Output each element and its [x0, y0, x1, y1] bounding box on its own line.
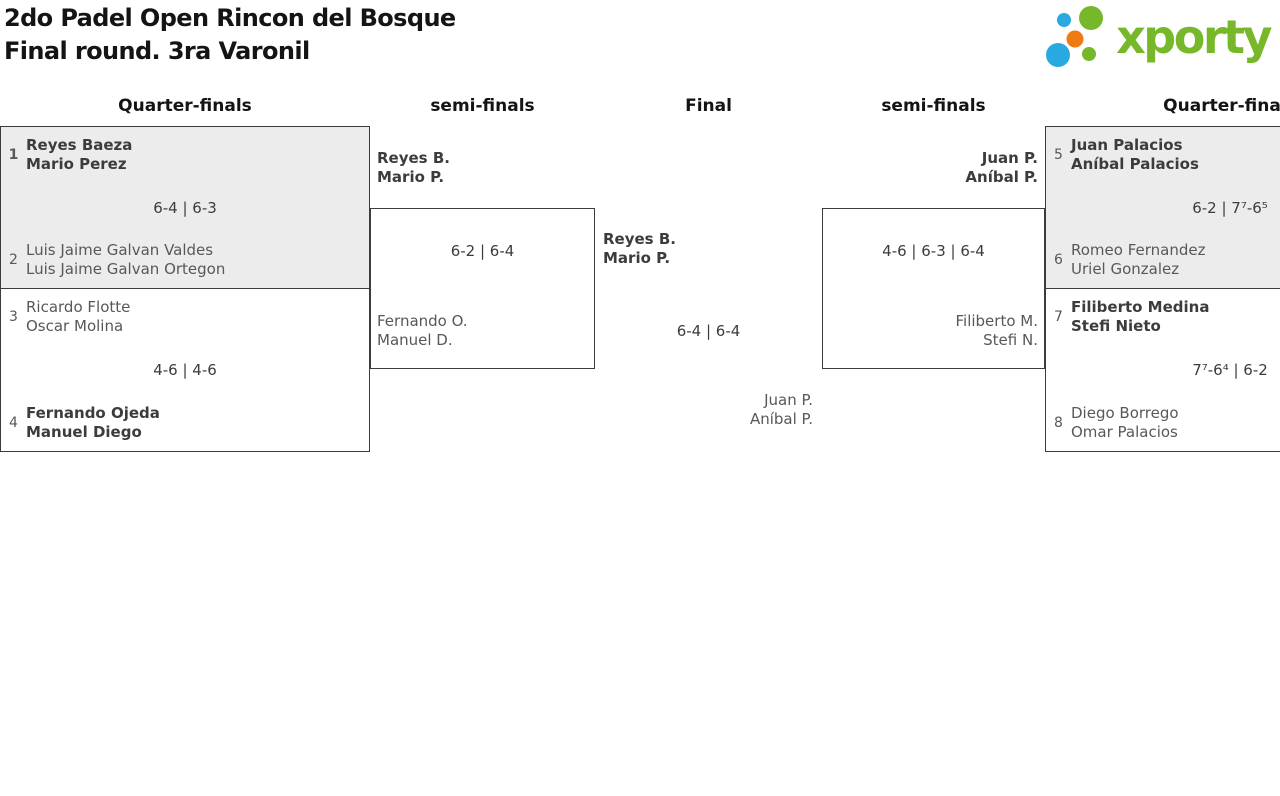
team-row-loser: 6 Romeo Fernandez Uriel Gonzalez	[1046, 241, 1280, 279]
player-name: Aníbal P.	[749, 410, 813, 428]
player-name: Oscar Molina	[26, 317, 124, 335]
match-semifinal-2[interactable]	[822, 208, 1045, 369]
player-name: Manuel Diego	[26, 423, 142, 441]
match-quarterfinal-1[interactable]: 1 Reyes Baeza Mario Perez 6-4 | 6-3 2 Lu…	[0, 126, 370, 289]
player-name: Filiberto Medina	[1071, 298, 1210, 316]
match-quarterfinal-3[interactable]: 5 Juan Palacios Aníbal Palacios 6-2 | 7⁷…	[1045, 126, 1280, 289]
seed-number: 5	[1054, 147, 1063, 163]
round-header-final: Final	[685, 96, 732, 116]
player-name: Juan P.	[981, 149, 1038, 167]
team-row-winner: 5 Juan Palacios Aníbal Palacios	[1046, 136, 1280, 174]
match-score: 6-2 | 7⁷-6⁵	[1192, 198, 1268, 217]
seed-number: 3	[9, 309, 18, 325]
round-category: Final round. 3ra Varonil	[4, 37, 310, 65]
player-name: Stefi Nieto	[1071, 317, 1161, 335]
player-name: Luis Jaime Galvan Ortegon	[26, 260, 226, 278]
team-row-winner: 1 Reyes Baeza Mario Perez	[1, 136, 369, 174]
team-row-winner: 7 Filiberto Medina Stefi Nieto	[1046, 298, 1280, 336]
player-name: Mario P.	[603, 249, 671, 267]
semifinal-2-loser-team: Filiberto M. Stefi N.	[822, 312, 1039, 350]
player-name: Mario P.	[377, 168, 445, 186]
player-name: Aníbal P.	[965, 168, 1038, 186]
player-name: Manuel D.	[377, 331, 453, 349]
team-names: Fernando Ojeda Manuel Diego	[26, 404, 160, 442]
round-header-quarterfinals-left: Quarter-finals	[118, 96, 252, 116]
player-name: Reyes B.	[603, 230, 676, 248]
player-name: Fernando O.	[377, 312, 468, 330]
player-name: Uriel Gonzalez	[1071, 260, 1180, 278]
player-name: Aníbal Palacios	[1071, 155, 1199, 173]
player-name: Reyes Baeza	[26, 136, 133, 154]
team-names: Ricardo Flotte Oscar Molina	[26, 298, 130, 336]
team-names: Luis Jaime Galvan Valdes Luis Jaime Galv…	[26, 241, 225, 279]
seed-number: 2	[9, 252, 18, 268]
team-names: Filiberto Medina Stefi Nieto	[1071, 298, 1209, 336]
round-header-quarterfinals-right: Quarter-finals	[1163, 96, 1280, 116]
team-names: Reyes Baeza Mario Perez	[26, 136, 132, 174]
player-name: Diego Borrego	[1071, 404, 1179, 422]
semifinal-2-winner-team: Juan P. Aníbal P.	[822, 149, 1038, 187]
round-header-semifinals-right: semi-finals	[881, 96, 986, 116]
team-names: Romeo Fernandez Uriel Gonzalez	[1071, 241, 1205, 279]
team-row-winner: 4 Fernando Ojeda Manuel Diego	[1, 404, 369, 442]
player-name: Juan Palacios	[1071, 136, 1183, 154]
player-name: Reyes B.	[377, 149, 450, 167]
team-row-loser: 2 Luis Jaime Galvan Valdes Luis Jaime Ga…	[1, 241, 369, 279]
final-score: 6-4 | 6-4	[676, 322, 741, 340]
page-title: 2do Padel Open Rincon del Bosque Final r…	[4, 2, 456, 68]
player-name: Luis Jaime Galvan Valdes	[26, 241, 214, 259]
player-name: Stefi N.	[983, 331, 1038, 349]
match-quarterfinal-2[interactable]: 3 Ricardo Flotte Oscar Molina 4-6 | 4-6 …	[0, 288, 370, 452]
player-name: Mario Perez	[26, 155, 127, 173]
player-name: Omar Palacios	[1071, 423, 1178, 441]
player-name: Fernando Ojeda	[26, 404, 160, 422]
team-row-loser: 3 Ricardo Flotte Oscar Molina	[1, 298, 369, 336]
match-score: 7⁷-6⁴ | 6-2	[1192, 361, 1268, 379]
seed-number: 6	[1054, 252, 1063, 268]
match-score: 4-6 | 4-6	[153, 361, 217, 379]
player-name: Romeo Fernandez	[1071, 241, 1206, 259]
player-name: Filiberto M.	[955, 312, 1039, 330]
player-name: Juan P.	[764, 391, 813, 409]
xporty-dots-icon	[1046, 6, 1104, 67]
semifinal-1-score: 6-2 | 6-4	[450, 242, 515, 260]
final-loser-team: Juan P. Aníbal P.	[595, 391, 813, 429]
seed-number: 4	[9, 415, 18, 431]
team-row-loser: 8 Diego Borrego Omar Palacios	[1046, 404, 1280, 442]
seed-number: 7	[1054, 309, 1063, 325]
seed-number: 8	[1054, 415, 1063, 431]
semifinal-2-score: 4-6 | 6-3 | 6-4	[882, 242, 985, 260]
player-name: Ricardo Flotte	[26, 298, 131, 316]
round-header-semifinals-left: semi-finals	[430, 96, 535, 116]
xporty-logo-text: xporty	[1116, 10, 1272, 64]
xporty-logo[interactable]: xporty	[1041, 4, 1272, 70]
match-semifinal-1[interactable]	[370, 208, 595, 369]
match-quarterfinal-4[interactable]: 7 Filiberto Medina Stefi Nieto 7⁷-6⁴ | 6…	[1045, 288, 1280, 452]
semifinal-1-loser-team: Fernando O. Manuel D.	[377, 312, 468, 350]
tournament-name: 2do Padel Open Rincon del Bosque	[4, 4, 456, 32]
final-winner-team: Reyes B. Mario P.	[603, 230, 676, 268]
semifinal-1-winner-team: Reyes B. Mario P.	[377, 149, 450, 187]
seed-number: 1	[8, 147, 19, 163]
team-names: Juan Palacios Aníbal Palacios	[1071, 136, 1199, 174]
match-score: 6-4 | 6-3	[153, 198, 217, 217]
team-names: Diego Borrego Omar Palacios	[1071, 404, 1179, 442]
